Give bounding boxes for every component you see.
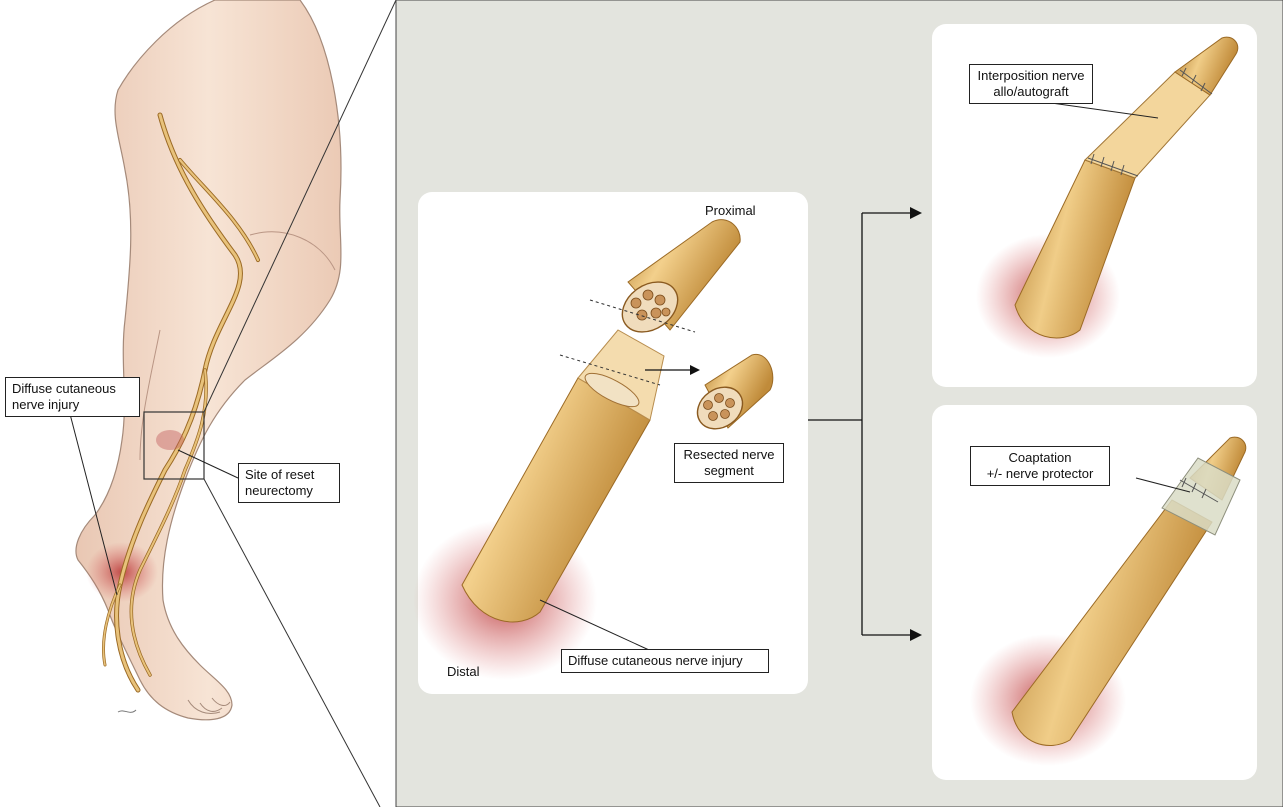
label-proximal: Proximal xyxy=(705,203,756,218)
label-distal: Distal xyxy=(447,664,480,679)
label-center-injury-text: Diffuse cutaneous nerve injury xyxy=(568,653,762,669)
label-resected-line1: Resected nerve xyxy=(681,447,777,463)
label-leg-injury: Diffuse cutaneous nerve injury xyxy=(5,377,140,417)
leg-illustration xyxy=(76,0,341,720)
label-center-injury: Diffuse cutaneous nerve injury xyxy=(561,649,769,673)
artist-mark xyxy=(118,710,136,712)
label-coaptation-line1: Coaptation xyxy=(977,450,1103,466)
label-leg-site: Site of reset neurectomy xyxy=(238,463,340,503)
label-resected: Resected nerve segment xyxy=(674,443,784,483)
label-leg-site-line1: Site of reset xyxy=(245,467,333,483)
label-graft: Interposition nerve allo/autograft xyxy=(969,64,1093,104)
label-leg-injury-line1: Diffuse cutaneous xyxy=(12,381,133,397)
label-graft-line2: allo/autograft xyxy=(976,84,1086,100)
label-leg-site-line2: neurectomy xyxy=(245,483,333,499)
neurectomy-site-lesion xyxy=(156,430,184,450)
label-graft-line1: Interposition nerve xyxy=(976,68,1086,84)
label-leg-injury-line2: nerve injury xyxy=(12,397,133,413)
label-resected-line2: segment xyxy=(681,463,777,479)
label-coaptation-line2: +/- nerve protector xyxy=(977,466,1103,482)
zoom-line-bottom xyxy=(204,479,380,807)
label-coaptation: Coaptation +/- nerve protector xyxy=(970,446,1110,486)
